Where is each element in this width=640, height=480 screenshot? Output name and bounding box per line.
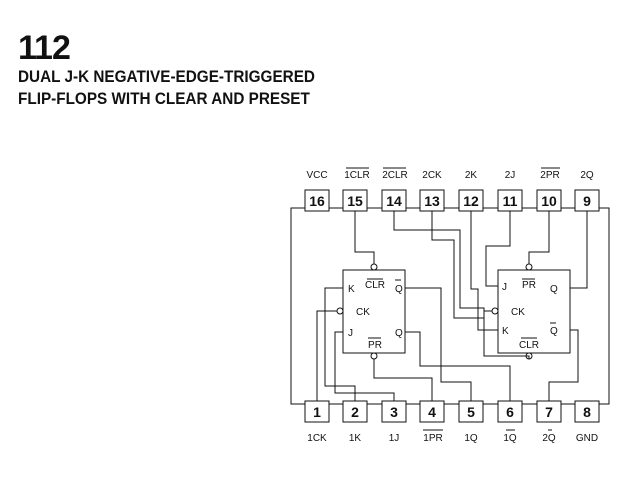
- wire-2qbar: [548, 329, 579, 401]
- pin-number-14: 14: [386, 193, 402, 209]
- wire-1ck: [316, 310, 337, 401]
- ff2-label-pr: PR: [522, 280, 536, 291]
- wire-2k: [470, 211, 498, 331]
- pin-label-2q: 2Q: [580, 170, 594, 181]
- wire-1qbar: [405, 331, 511, 401]
- pin-number-10: 10: [541, 193, 557, 209]
- wire-2clr: [393, 211, 530, 359]
- ff1-pr-bubble: [370, 352, 378, 360]
- package-body: [290, 207, 610, 405]
- pin-number-4: 4: [428, 404, 436, 420]
- ff2-label-j: J: [502, 282, 507, 293]
- pin-label-1clr: 1CLR: [344, 170, 370, 181]
- ff1-clr-bubble: [370, 263, 378, 271]
- pin-box-8: [574, 400, 600, 423]
- pin-number-1: 1: [313, 404, 321, 420]
- pin-box-16: [304, 189, 330, 212]
- pin-label-2k: 2K: [465, 170, 478, 181]
- pin-number-8: 8: [583, 404, 591, 420]
- pin-number-15: 15: [347, 193, 363, 209]
- pin-label-1k: 1K: [349, 433, 362, 444]
- wire-1clr: [354, 211, 375, 264]
- pin-number-13: 13: [424, 193, 440, 209]
- ff2-label-ck: CK: [511, 307, 525, 318]
- ff1-label-j: J: [348, 328, 353, 339]
- pin-number-2: 2: [351, 404, 359, 420]
- wire-2pr: [528, 211, 550, 264]
- pin-number-16: 16: [309, 193, 325, 209]
- pin-number-11: 11: [503, 193, 518, 209]
- pin-label-1q: 1Q: [464, 433, 478, 444]
- ff2-label-q: Q: [550, 284, 558, 295]
- pin-label-1qbar: 1Q: [503, 433, 517, 444]
- pin-number-12: 12: [463, 193, 479, 209]
- pin-number-6: 6: [506, 404, 514, 420]
- wire-1j: [334, 331, 395, 401]
- pin-number-3: 3: [390, 404, 398, 420]
- pin-label-2clr: 2CLR: [382, 170, 408, 181]
- pin-label-vcc: VCC: [306, 170, 327, 181]
- ff1-label-ck: CK: [356, 307, 370, 318]
- pin-label-1ck: 1CK: [307, 433, 327, 444]
- ff2-label-clr: CLR: [519, 340, 539, 351]
- pin-label-2pr: 2PR: [540, 170, 559, 181]
- wire-2j: [485, 211, 511, 287]
- pin-label-2j: 2J: [505, 170, 516, 181]
- pin-label-1j: 1J: [389, 433, 400, 444]
- title-block: 112 DUAL J-K NEGATIVE-EDGE-TRIGGERED FLI…: [18, 30, 348, 110]
- description-line-2: FLIP-FLOPS WITH CLEAR AND PRESET: [18, 89, 310, 108]
- wire-1pr: [373, 359, 433, 401]
- ff1-label-qbar: Q: [395, 284, 403, 295]
- pin-label-gnd: GND: [576, 433, 598, 444]
- ff2-label-qbar: Q: [550, 326, 558, 337]
- pin-label-1pr: 1PR: [423, 433, 442, 444]
- pin-number-7: 7: [545, 404, 553, 420]
- description-line-1: DUAL J-K NEGATIVE-EDGE-TRIGGERED: [18, 67, 315, 86]
- pin-number-5: 5: [467, 404, 475, 420]
- ff1-label-clr: CLR: [365, 280, 385, 291]
- wire-2q: [570, 211, 588, 289]
- ff2-pr-bubble: [525, 263, 533, 271]
- ff1-label-q: Q: [395, 328, 403, 339]
- wire-1k: [324, 287, 356, 401]
- ff1-ck-bubble: [336, 307, 344, 315]
- ff2-ck-bubble: [491, 307, 499, 315]
- ff1-label-pr: PR: [368, 340, 382, 351]
- pin-label-2ck: 2CK: [422, 170, 442, 181]
- wire-2ck: [431, 211, 492, 319]
- ff2-label-k: K: [502, 326, 509, 337]
- part-number: 112: [18, 29, 71, 67]
- pin-number-9: 9: [583, 193, 591, 209]
- ff1-label-k: K: [348, 284, 355, 295]
- pin-label-2qbar: 2Q: [542, 433, 556, 444]
- wire-1q: [405, 287, 472, 401]
